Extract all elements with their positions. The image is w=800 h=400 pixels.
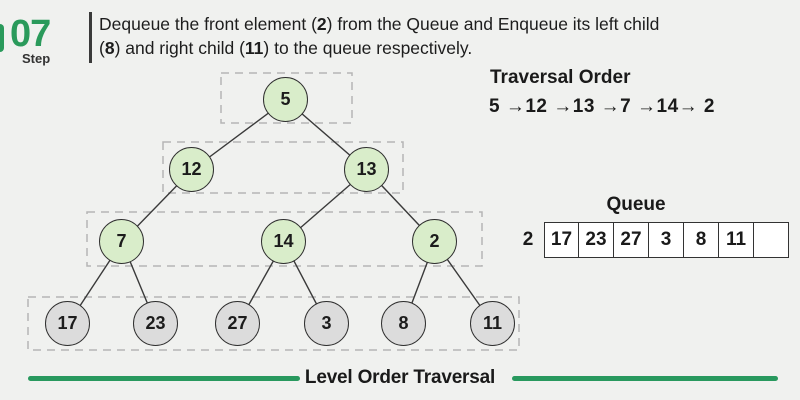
queue-cell: 27 [614,222,649,258]
footer-accent-line-right [512,376,778,381]
queue-cell: 3 [649,222,684,258]
tree-node-11: 11 [470,301,515,346]
step-number: 07 [10,13,51,55]
tree-node-2: 2 [412,219,457,264]
tree-node-8: 8 [381,301,426,346]
footer-accent-line-left [28,376,300,381]
tree-node-17: 17 [45,301,90,346]
description-text: Dequeue the front element ( [99,14,317,34]
level-4-box [27,296,520,351]
tree-node-3: 3 [304,301,349,346]
queue-cell: 17 [544,222,579,258]
queue-cell: 23 [579,222,614,258]
tree-node-5: 5 [263,77,308,122]
queue-row: 17 23 27 3 8 11 [544,222,789,258]
queue-cell-empty [754,222,789,258]
step-description: Dequeue the front element (2) from the Q… [99,13,759,60]
description-text: ) and right child ( [114,37,245,58]
queue-cell: 8 [684,222,719,258]
description-line2: (8) and right child (11) to the queue re… [99,38,472,58]
tree-node-12: 12 [169,147,214,192]
level-3-box [86,211,483,267]
description-line1: Dequeue the front element (2) from the Q… [99,14,659,34]
tree-node-7: 7 [99,219,144,264]
description-highlight-8: 8 [104,37,115,58]
queue-title: Queue [606,194,666,215]
level-2-box [162,141,404,194]
header-divider [89,12,92,63]
description-highlight-2: 2 [316,14,327,34]
description-highlight-11: 11 [244,37,264,58]
tree-node-23: 23 [133,301,178,346]
tree-node-14: 14 [261,219,306,264]
description-text: ( [99,37,105,58]
description-text: ) from the Queue and Enqueue its left ch… [326,14,660,34]
level-1-box [220,72,353,124]
tree-node-13: 13 [344,147,389,192]
traversal-order-title: Traversal Order [490,67,631,88]
description-text: ) to the queue respectively. [263,37,473,58]
left-edge-accent-pill [0,24,4,52]
queue-cell: 11 [719,222,754,258]
footer-title: Level Order Traversal [304,367,496,388]
tree-node-27: 27 [215,301,260,346]
traversal-order-sequence: 5 →12 →13 →7 →14→ 2 [489,96,715,117]
step-label: Step [22,51,51,66]
queue-dequeued-element: 2 [522,229,534,250]
